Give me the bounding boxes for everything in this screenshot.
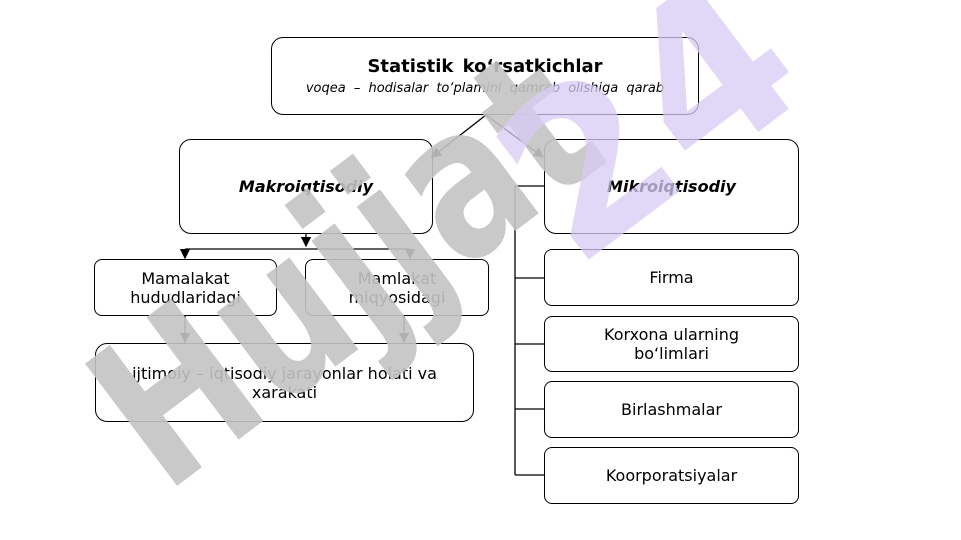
macro-result-label: ijtimoiy – iqtisodiy jarayonlar holati v… bbox=[132, 364, 437, 402]
macro-label: Makroiqtisodiy bbox=[238, 177, 374, 196]
micro-item-firma: Firma bbox=[544, 249, 799, 306]
macro-box: Makroiqtisodiy bbox=[179, 139, 433, 234]
root-subtitle: voqea – hodisalar to‘plamini qamrab olis… bbox=[305, 81, 665, 96]
micro-item-birlashmalar: Birlashmalar bbox=[544, 381, 799, 438]
micro-item-koorporatsiyalar: Koorporatsiyalar bbox=[544, 447, 799, 504]
macro-child-regions-label: Mamalakat hududlaridagi bbox=[130, 268, 241, 307]
micro-item-birlashmalar-label: Birlashmalar bbox=[621, 400, 722, 419]
arrow-root-to-macro bbox=[430, 114, 487, 158]
micro-item-koorporatsiyalar-label: Koorporatsiyalar bbox=[605, 466, 738, 485]
micro-item-korxona-label: Korxona ularning bo‘limlari bbox=[604, 325, 739, 363]
macro-child-national-label: Mamlakat miqyosidagi bbox=[348, 268, 446, 307]
macro-child-regions: Mamalakat hududlaridagi bbox=[94, 259, 277, 316]
micro-box: Mikroiqtisodiy bbox=[544, 139, 799, 234]
root-title: Statistik ko‘rsatkichlar bbox=[367, 56, 603, 77]
micro-label: Mikroiqtisodiy bbox=[607, 177, 736, 196]
macro-result-box: ijtimoiy – iqtisodiy jarayonlar holati v… bbox=[95, 343, 474, 422]
macro-child-national: Mamlakat miqyosidagi bbox=[305, 259, 489, 316]
root-box: Statistik ko‘rsatkichlar voqea – hodisal… bbox=[271, 37, 699, 115]
arrow-root-to-micro bbox=[485, 114, 545, 158]
micro-item-firma-label: Firma bbox=[649, 268, 694, 287]
micro-item-korxona: Korxona ularning bo‘limlari bbox=[544, 316, 799, 372]
